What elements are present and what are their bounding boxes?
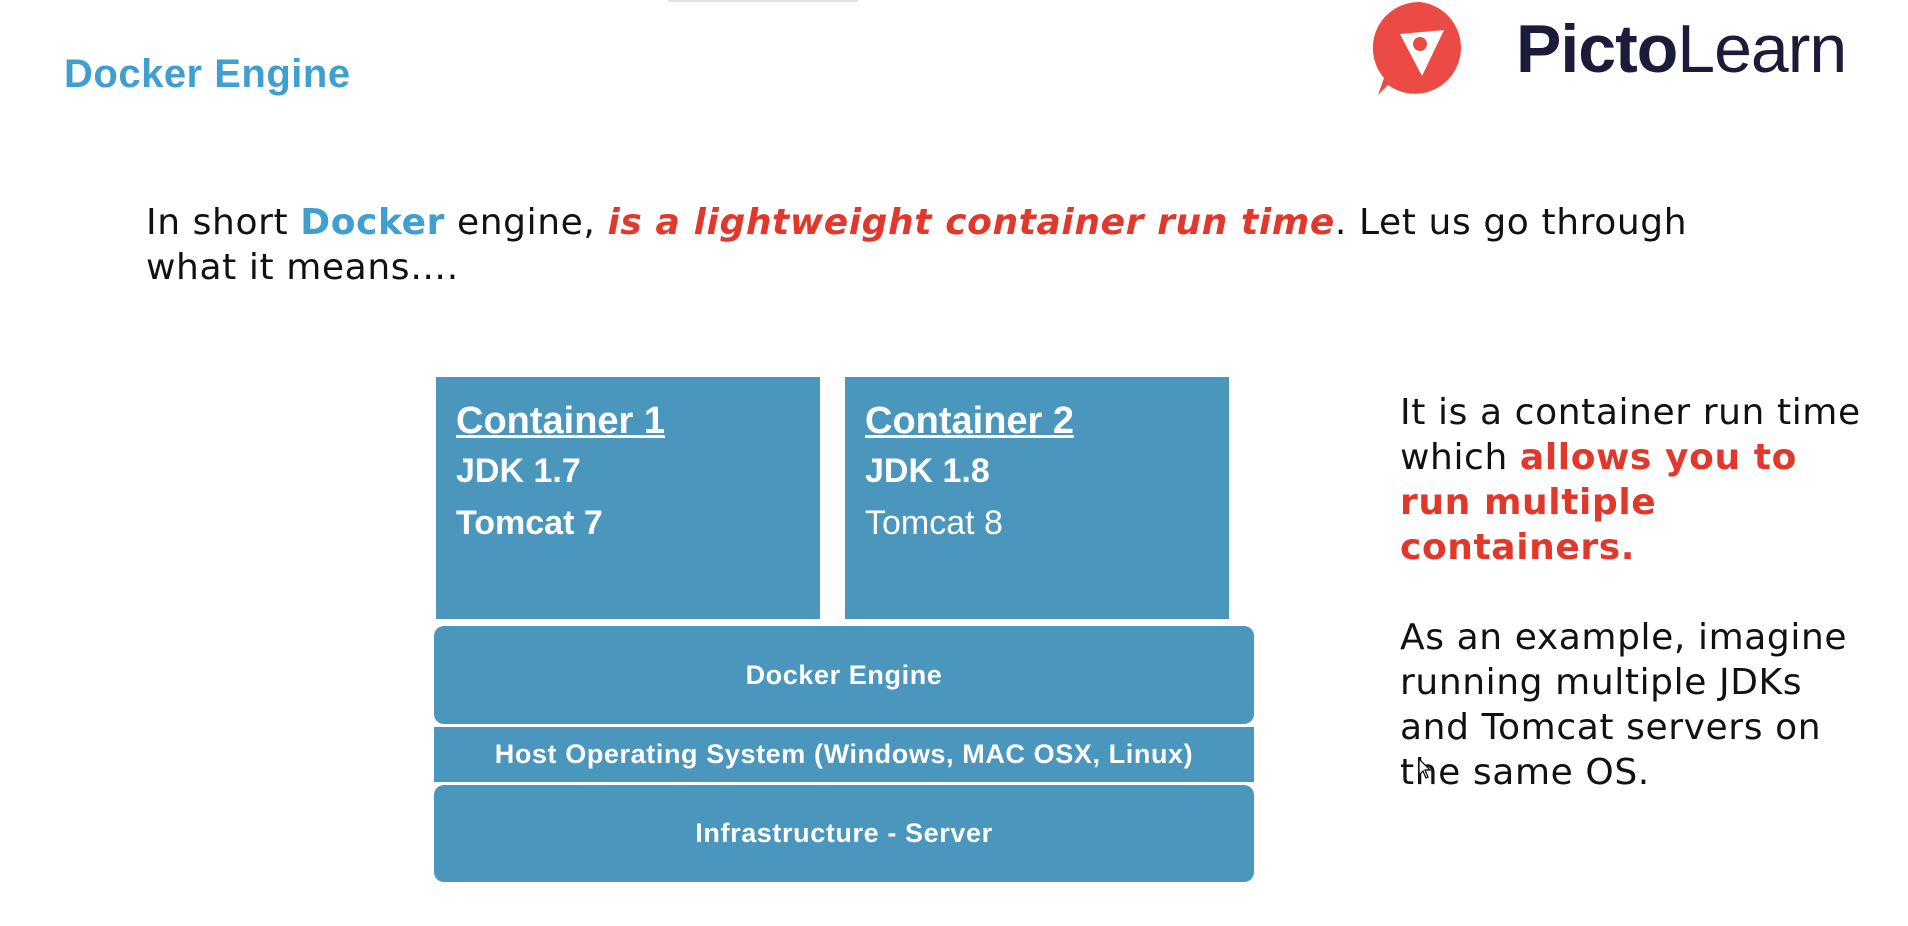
container-1-jdk: JDK 1.7 — [456, 452, 581, 490]
container-1-box: Container 1 JDK 1.7 Tomcat 7 — [436, 377, 820, 619]
host-os-layer: Host Operating System (Windows, MAC OSX,… — [434, 727, 1254, 782]
side-paragraph-1: It is a container run time which allows … — [1400, 392, 1861, 568]
docker-highlight: Docker — [300, 202, 445, 243]
multiple-containers-highlight: allows you to run multiple containers. — [1400, 437, 1797, 568]
container-2-tomcat: Tomcat 8 — [865, 504, 1003, 542]
intro-text: In short Docker engine, is a lightweight… — [146, 202, 1688, 288]
pictolearn-logo-icon — [1372, 1, 1461, 96]
container-1-heading: Container 1 — [456, 400, 666, 442]
top-divider — [668, 0, 858, 2]
pictolearn-wordmark: PictoLearn — [1516, 11, 1847, 87]
container-2-heading: Container 2 — [865, 400, 1075, 442]
container-2-box: Container 2 JDK 1.8 Tomcat 8 — [845, 377, 1229, 619]
docker-engine-layer: Docker Engine — [434, 626, 1254, 724]
mouse-pointer-icon — [1418, 758, 1432, 779]
page-title: Docker Engine — [64, 52, 351, 96]
pictolearn-logo: PictoLearn — [1370, 0, 1900, 100]
runtime-highlight: is a lightweight container run time — [607, 202, 1335, 243]
side-explanation: It is a container run time which allows … — [1400, 390, 1880, 795]
container-1-tomcat: Tomcat 7 — [456, 504, 603, 542]
infrastructure-layer: Infrastructure - Server — [434, 785, 1254, 882]
container-2-jdk: JDK 1.8 — [865, 452, 990, 490]
side-paragraph-2: As an example, imagine running multiple … — [1400, 617, 1848, 793]
